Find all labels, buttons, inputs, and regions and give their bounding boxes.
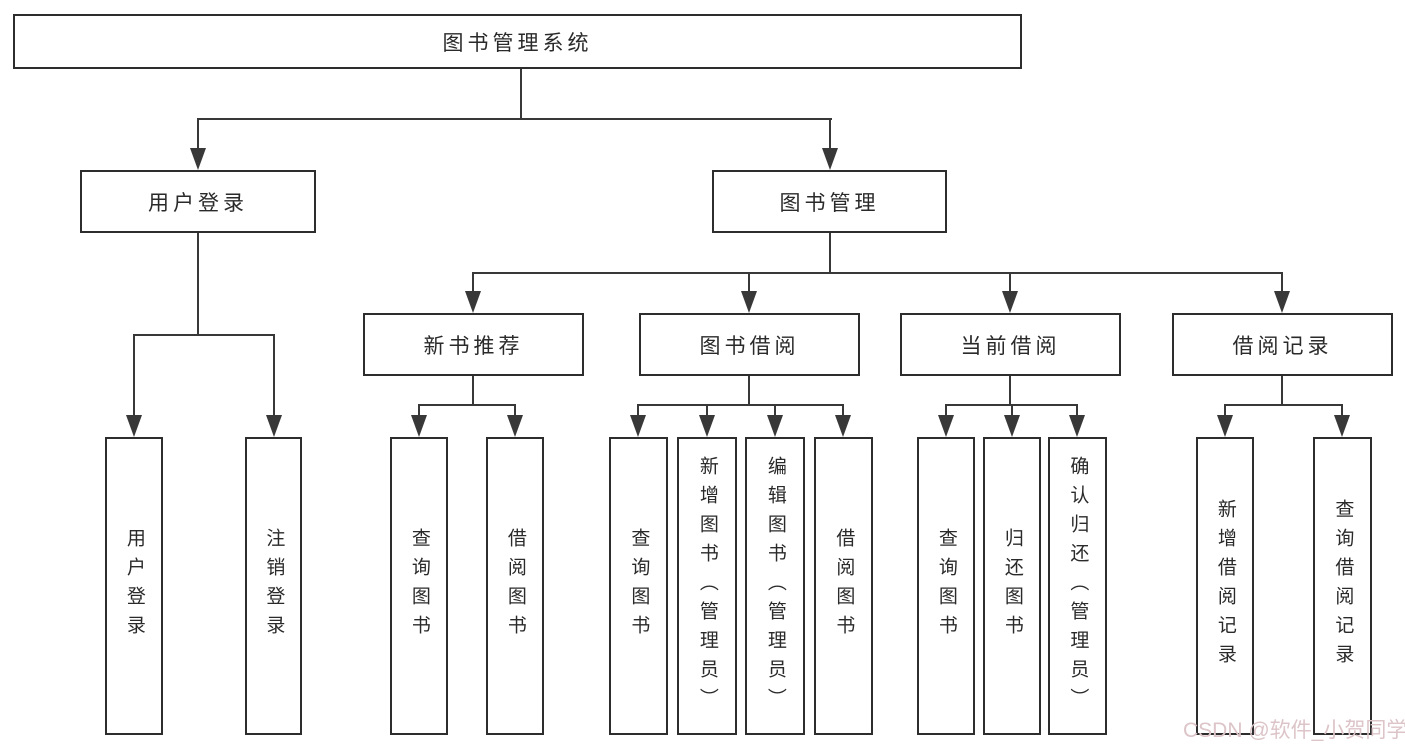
leaf-query-borrow-record: 查询借阅记录 xyxy=(1313,437,1372,735)
connector-line xyxy=(197,119,199,150)
leaf-borrow-books-borrow: 借阅图书 xyxy=(814,437,873,735)
leaf-query-borrow-record-label: 查询借阅记录 xyxy=(1332,499,1354,673)
node-book-management: 图书管理 xyxy=(712,170,947,233)
arrow-down-icon xyxy=(938,415,954,437)
connector-line xyxy=(774,405,776,416)
connector-line xyxy=(133,334,275,336)
leaf-edit-book-admin-label: 编辑图书（管理员） xyxy=(764,455,786,717)
root-node-label: 图书管理系统 xyxy=(442,31,593,55)
leaf-user-login: 用户登录 xyxy=(105,437,163,735)
connector-line xyxy=(945,405,947,416)
connector-line xyxy=(1076,405,1078,416)
connector-line xyxy=(842,405,844,416)
leaf-query-books-borrow: 查询图书 xyxy=(609,437,668,735)
leaf-return-book-label: 归还图书 xyxy=(1001,528,1023,644)
connector-line xyxy=(748,273,750,292)
connector-line xyxy=(829,119,831,150)
arrow-down-icon xyxy=(190,148,206,170)
arrow-down-icon xyxy=(1334,415,1350,437)
node-borrow-records: 借阅记录 xyxy=(1172,313,1393,376)
arrow-down-icon xyxy=(741,291,757,313)
connector-line xyxy=(472,272,1283,274)
leaf-query-books-recommend: 查询图书 xyxy=(390,437,448,735)
leaf-query-books-borrow-label: 查询图书 xyxy=(628,528,650,644)
arrow-down-icon xyxy=(835,415,851,437)
arrow-down-icon xyxy=(767,415,783,437)
connector-line xyxy=(418,404,516,406)
leaf-add-borrow-record-label: 新增借阅记录 xyxy=(1214,499,1236,673)
connector-line xyxy=(1224,405,1226,416)
arrow-down-icon xyxy=(1002,291,1018,313)
arrow-down-icon xyxy=(699,415,715,437)
node-user-login-label: 用户登录 xyxy=(148,191,248,215)
leaf-borrow-books-borrow-label: 借阅图书 xyxy=(833,528,855,644)
connector-line xyxy=(1011,405,1013,416)
connector-line xyxy=(418,405,420,416)
arrow-down-icon xyxy=(630,415,646,437)
arrow-down-icon xyxy=(126,415,142,437)
leaf-user-login-label: 用户登录 xyxy=(123,528,145,644)
connector-line xyxy=(520,69,522,119)
node-new-book-recommend-label: 新书推荐 xyxy=(423,334,524,358)
connector-line xyxy=(1341,405,1343,416)
node-borrow-records-label: 借阅记录 xyxy=(1232,334,1333,358)
connector-line xyxy=(637,405,639,416)
node-current-borrow-label: 当前借阅 xyxy=(960,334,1061,358)
node-new-book-recommend: 新书推荐 xyxy=(363,313,584,376)
connector-line xyxy=(514,405,516,416)
connector-line xyxy=(1224,404,1343,406)
connector-line xyxy=(637,404,844,406)
leaf-edit-book-admin: 编辑图书（管理员） xyxy=(745,437,805,735)
arrow-down-icon xyxy=(1217,415,1233,437)
csdn-watermark: CSDN @软件_小贺同学 xyxy=(1183,719,1405,742)
leaf-borrow-books-recommend: 借阅图书 xyxy=(486,437,544,735)
leaf-query-books-current-label: 查询图书 xyxy=(935,528,957,644)
node-book-management-label: 图书管理 xyxy=(779,191,880,215)
connector-line xyxy=(197,233,199,335)
connector-line xyxy=(472,376,474,405)
leaf-query-books-recommend-label: 查询图书 xyxy=(408,528,430,644)
arrow-down-icon xyxy=(1069,415,1085,437)
connector-line xyxy=(706,405,708,416)
arrow-down-icon xyxy=(465,291,481,313)
connector-line xyxy=(1281,376,1283,405)
connector-line xyxy=(829,233,831,273)
arrow-down-icon xyxy=(266,415,282,437)
connector-line xyxy=(1009,376,1011,405)
arrow-down-icon xyxy=(507,415,523,437)
leaf-logout: 注销登录 xyxy=(245,437,302,735)
leaf-add-borrow-record: 新增借阅记录 xyxy=(1196,437,1254,735)
leaf-add-book-admin-label: 新增图书（管理员） xyxy=(696,455,718,717)
leaf-borrow-books-recommend-label: 借阅图书 xyxy=(504,528,526,644)
leaf-return-book: 归还图书 xyxy=(983,437,1041,735)
node-book-borrow: 图书借阅 xyxy=(639,313,860,376)
connector-line xyxy=(472,273,474,292)
connector-line xyxy=(197,118,832,120)
arrow-down-icon xyxy=(411,415,427,437)
node-user-login: 用户登录 xyxy=(80,170,316,233)
node-current-borrow: 当前借阅 xyxy=(900,313,1121,376)
connector-line xyxy=(133,335,135,415)
node-book-borrow-label: 图书借阅 xyxy=(699,334,800,358)
arrow-down-icon xyxy=(822,148,838,170)
arrow-down-icon xyxy=(1004,415,1020,437)
connector-line xyxy=(748,376,750,405)
connector-line xyxy=(1281,273,1283,292)
leaf-confirm-return-admin: 确认归还（管理员） xyxy=(1048,437,1107,735)
connector-line xyxy=(1009,273,1011,292)
leaf-add-book-admin: 新增图书（管理员） xyxy=(677,437,737,735)
leaf-confirm-return-admin-label: 确认归还（管理员） xyxy=(1067,455,1089,717)
leaf-query-books-current: 查询图书 xyxy=(917,437,975,735)
leaf-logout-label: 注销登录 xyxy=(263,528,285,644)
root-node-library-system: 图书管理系统 xyxy=(13,14,1022,69)
arrow-down-icon xyxy=(1274,291,1290,313)
connector-line xyxy=(273,335,275,415)
